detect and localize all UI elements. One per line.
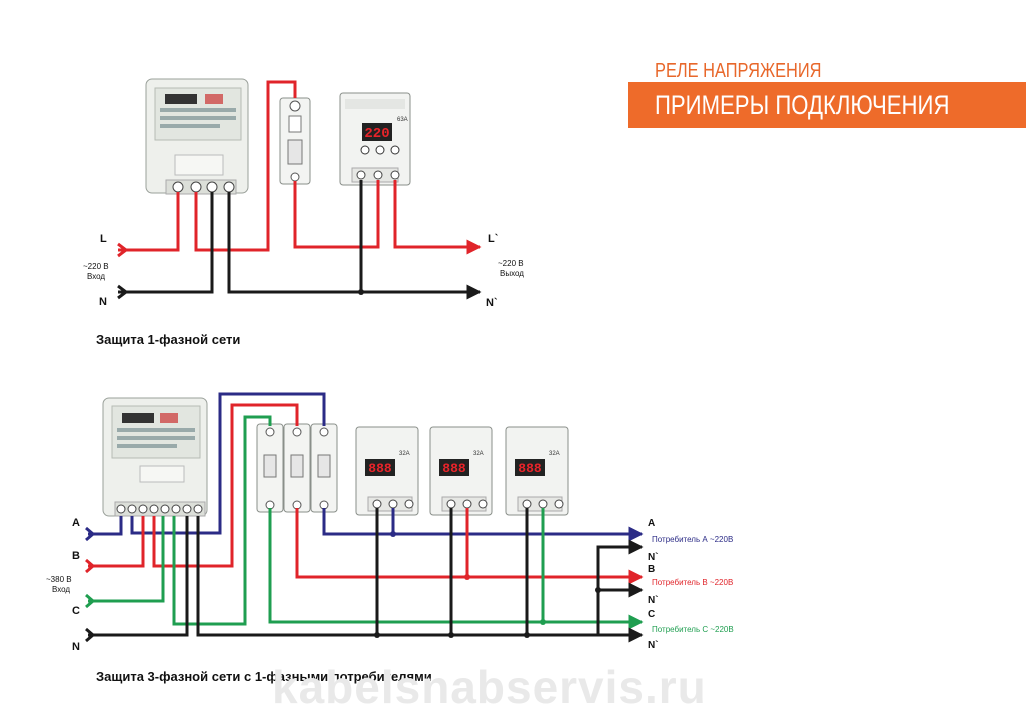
consumer-c: Потребитель С ~220В (652, 625, 734, 634)
relay-a: 888 32A (355, 426, 419, 516)
label-vhod-2: Вход (52, 585, 70, 594)
relay-display: 220 (364, 126, 389, 142)
relay-display-b: 888 (442, 461, 466, 476)
caption-three-phase: Защита 3-фазной сети с 1-фазными потреби… (96, 669, 432, 684)
labels: L ~220 В Вход N L` ~220 В Выход N` A B ~… (46, 233, 734, 653)
label-n-out: N` (486, 297, 498, 309)
wires-1 (118, 80, 482, 300)
relay-b: 888 32A (429, 426, 493, 516)
label-n-out-1: N` (648, 552, 659, 563)
header-subtitle: ПРИМЕРЫ ПОДКЛЮЧЕНИЯ (655, 90, 950, 120)
label-c-in: C (72, 605, 80, 617)
label-n-out-3: N` (648, 640, 659, 651)
relay-c: 888 32A (505, 426, 569, 516)
relay-display-a: 888 (368, 461, 392, 476)
label-vhod-1: Вход (87, 272, 105, 281)
label-l-in: L (100, 233, 107, 245)
voltage-relay: 220 63A (339, 92, 411, 186)
relay-rating: 63A (397, 117, 408, 123)
label-b-out: B (648, 564, 655, 575)
relay-display-c: 888 (518, 461, 542, 476)
label-c-out: C (648, 609, 655, 620)
circuit-breaker (279, 97, 311, 185)
wires-2 (88, 392, 644, 643)
watermark: kabelsnabservis.ru (272, 661, 707, 713)
diagram-single-phase: 220 63A (117, 78, 482, 300)
label-l-out: L` (488, 233, 499, 245)
label-a-out: A (648, 518, 655, 529)
label-voltage-380: ~380 В (46, 575, 72, 584)
electric-meter-3 (102, 397, 208, 517)
label-a-in: A (72, 517, 80, 529)
circuit-breakers-3 (256, 423, 338, 513)
label-b-in: B (72, 550, 80, 562)
header-title: РЕЛЕ НАПРЯЖЕНИЯ (655, 60, 822, 82)
voltage-relays-3: 888 32A 888 32A 888 32A (355, 426, 569, 516)
label-vyhod: Выход (500, 269, 524, 278)
label-voltage-out: ~220 В (498, 259, 524, 268)
diagram-three-phase: 888 32A 888 32A 888 32A (85, 392, 644, 643)
label-n-in: N (99, 296, 107, 308)
label-n-in-2: N (72, 641, 80, 653)
header-banner: ПРИМЕРЫ ПОДКЛЮЧЕНИЯ (628, 82, 1026, 128)
relay-rating-b: 32A (473, 451, 484, 457)
label-voltage-in: ~220 В (83, 262, 109, 271)
electric-meter (145, 78, 249, 195)
relay-rating-a: 32A (399, 451, 410, 457)
relay-rating-c: 32A (549, 451, 560, 457)
consumer-b: Потребитель В ~220В (652, 578, 733, 587)
consumer-a: Потребитель А ~220В (652, 535, 733, 544)
caption-single-phase: Защита 1-фазной сети (96, 332, 241, 347)
label-n-out-2: N` (648, 595, 659, 606)
